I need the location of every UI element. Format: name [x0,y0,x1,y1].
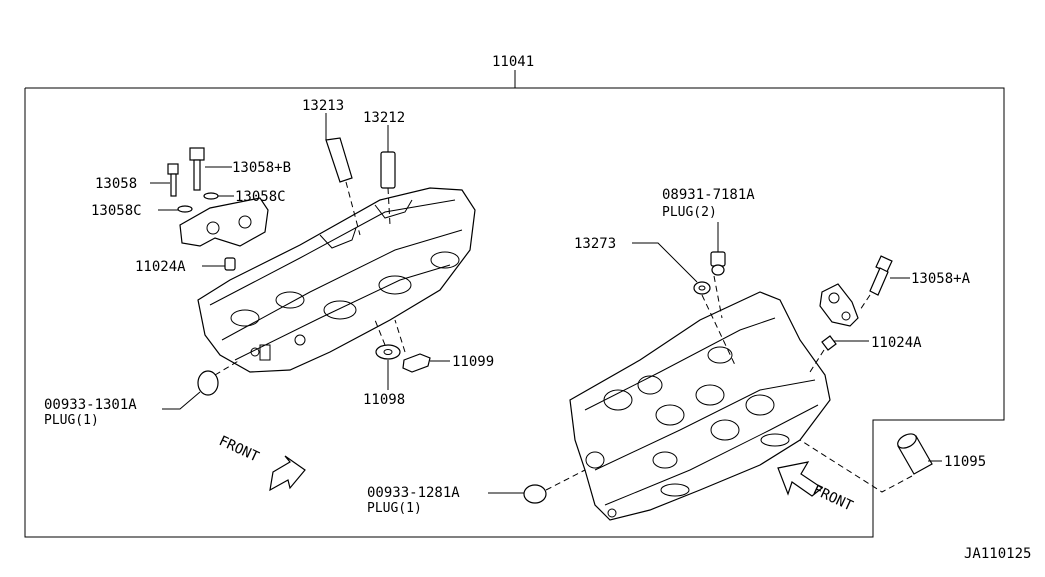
label-13212: 13212 [363,110,405,126]
label-plug1-right: PLUG(1) [367,501,422,516]
part-00933-1301a-plug [162,359,241,410]
label-00933-1281a: 00933-1281A [367,485,460,501]
front-arrow-left [269,455,306,492]
part-13058c-washers [158,192,234,213]
part-13212-guide [380,125,396,226]
label-13273: 13273 [574,236,616,252]
label-13213: 13213 [302,98,344,114]
label-11098: 11098 [363,392,405,408]
part-11024a-dowel-left [202,257,236,271]
part-11098-seal [374,319,401,390]
label-08931-7181a: 08931-7181A [662,187,755,203]
part-08931-7181a-plug [710,222,726,319]
figure-id-label: JA110125 [964,546,1031,562]
label-13058: 13058 [95,176,137,192]
label-00933-1301a: 00933-1301A [44,397,137,413]
label-11095: 11095 [944,454,986,470]
part-bracket-left [179,197,269,247]
part-13058-bolt [150,163,179,197]
assembly-number-label: 11041 [492,54,534,70]
label-plug2: PLUG(2) [662,205,717,220]
label-11024a-right: 11024A [871,335,922,351]
part-13058b-bolt [189,147,232,191]
label-11099: 11099 [452,354,494,370]
assembly-frame [24,87,1005,538]
part-bracket-right [819,283,859,327]
part-13058a-bolt [859,255,910,311]
label-13058c-left: 13058C [91,203,142,219]
label-13058c-right: 13058C [235,189,286,205]
right-cylinder-head [569,291,831,521]
label-front-right: FRONT [810,482,855,515]
label-plug1-left: PLUG(1) [44,413,99,428]
part-00933-1281a-plug [488,469,586,504]
part-11024a-dowel-right [809,335,869,373]
part-13273-seal [632,242,736,366]
label-front-left: FRONT [216,433,261,466]
label-13058-a: 13058+A [911,271,971,287]
part-11099-seal [394,319,450,373]
part-13213-guide [325,113,361,236]
label-13058-b: 13058+B [232,160,291,176]
left-cylinder-head [197,187,476,373]
part-11095-guide [799,433,942,493]
front-arrow-right [777,461,824,497]
label-11024a-left: 11024A [135,259,186,275]
